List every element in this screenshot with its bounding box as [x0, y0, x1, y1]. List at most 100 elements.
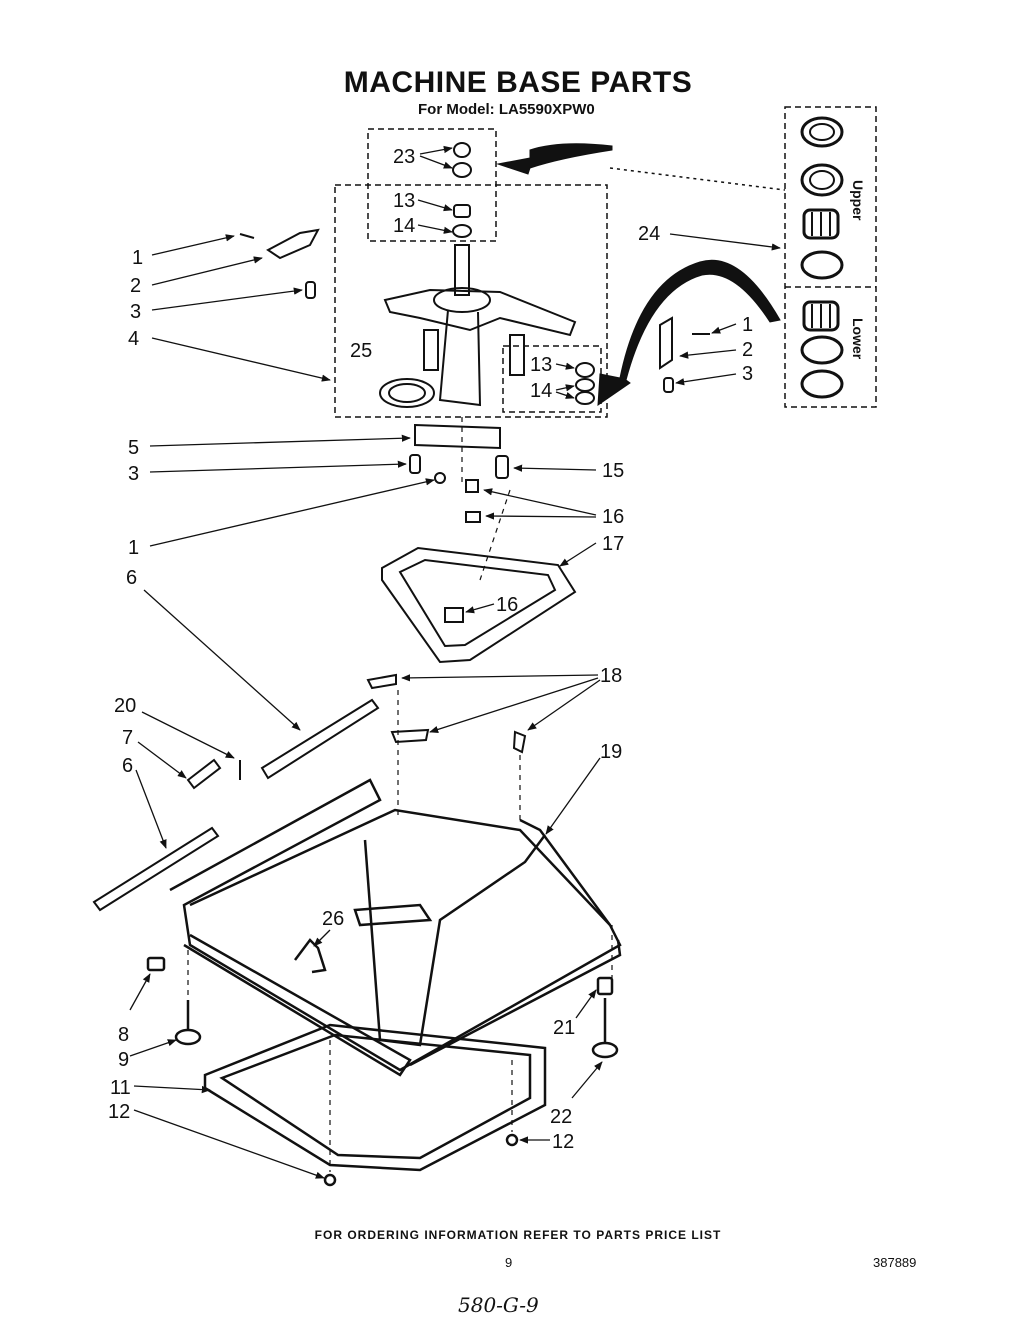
brace-6-lower	[92, 826, 220, 912]
callout-26: 26	[322, 908, 344, 930]
spring-15	[495, 455, 509, 479]
leader-24	[669, 233, 781, 251]
callout-2a: 2	[130, 275, 141, 297]
leader-13b	[555, 362, 575, 370]
leader-3b	[675, 373, 737, 386]
leader-9	[129, 1039, 177, 1057]
callout-11: 11	[110, 1077, 131, 1099]
transmission-assembly	[379, 142, 595, 408]
transmission-hub	[433, 287, 491, 313]
seal-14	[452, 224, 472, 238]
leader-1c	[149, 478, 435, 547]
leader-1a	[151, 234, 235, 256]
callout-21: 21	[553, 1017, 575, 1039]
bracket-2-left	[266, 228, 320, 260]
callout-4: 4	[128, 328, 139, 350]
leader-5	[149, 434, 411, 447]
support-post-left	[423, 329, 439, 371]
leader-14b	[555, 384, 575, 392]
leader-16a-1	[483, 488, 597, 516]
callout-12b: 12	[552, 1131, 574, 1153]
leader-8	[129, 973, 151, 1011]
upper-bearing-label: Upper	[850, 180, 866, 221]
dashed-boxes	[334, 106, 877, 418]
flow-arrows	[496, 143, 781, 406]
callout-14a: 14	[393, 215, 415, 237]
ordering-note: FOR ORDERING INFORMATION REFER TO PARTS …	[314, 1228, 722, 1242]
upper-ring-2	[800, 163, 844, 197]
leader-3c	[149, 460, 407, 473]
upper-ring-2-inner	[809, 170, 835, 190]
callout-15: 15	[602, 460, 624, 482]
callout-22: 22	[550, 1106, 572, 1128]
spring-3-mid	[409, 454, 421, 474]
cradle-frame-17-inner	[398, 558, 557, 648]
upper-ring-1	[800, 116, 844, 148]
leader-18c	[527, 679, 601, 731]
lower-roller-bearing	[802, 300, 840, 332]
spring-7	[186, 758, 222, 790]
leader-3a	[151, 287, 303, 311]
clip-18c	[512, 730, 527, 754]
base-frame-right	[409, 939, 622, 1067]
leader-16b	[465, 603, 495, 614]
page-number: 9	[505, 1255, 513, 1270]
callout-3c: 3	[128, 463, 139, 485]
leader-12a	[133, 1109, 325, 1179]
model-subtitle: For Model: LA5590XPW0	[418, 101, 595, 118]
handwritten-note: 580-G-9	[458, 1293, 539, 1317]
leader-18a	[401, 674, 599, 682]
bolt-1-mid	[434, 472, 446, 484]
lower-bearing-label: Lower	[850, 318, 866, 360]
leg-sleeve-8	[146, 956, 166, 972]
callout-labels: 1 2 3 4 25 23 13 14 24 1 2 3 13 14 5 3 1…	[108, 146, 753, 1153]
base-frame-outer	[169, 778, 622, 1072]
leader-26	[313, 929, 331, 947]
top-assembly-arrow	[496, 143, 613, 175]
hub-cap-23b	[452, 162, 472, 178]
leader-19	[545, 757, 601, 835]
callout-19: 19	[600, 741, 622, 763]
plate-18a	[366, 673, 397, 690]
hardware-parts	[92, 228, 710, 912]
center-support-pillar	[363, 834, 547, 1047]
spring-3-right	[663, 377, 674, 393]
leader-21	[575, 989, 597, 1019]
lower-ring-1	[800, 335, 844, 365]
callout-6a: 6	[126, 567, 137, 589]
seal-14b	[575, 378, 595, 392]
callout-25: 25	[350, 340, 372, 362]
callout-3a: 3	[130, 301, 141, 323]
callout-13a: 13	[393, 190, 415, 212]
base-pan-11	[203, 1023, 547, 1172]
callout-1b: 1	[742, 314, 753, 336]
support-bar-5	[414, 423, 501, 450]
leader-4	[151, 337, 331, 382]
callout-9: 9	[118, 1049, 129, 1071]
callout-24: 24	[638, 223, 660, 245]
upper-ring-3	[800, 250, 844, 280]
leader-13a	[417, 199, 453, 212]
cabinet-base-19	[146, 778, 622, 1187]
leader-16a-2	[485, 512, 597, 520]
callout-23: 23	[393, 146, 415, 168]
screw-12a	[323, 1173, 337, 1187]
callout-20: 20	[114, 695, 136, 717]
bracket-2-right	[659, 316, 673, 370]
leader-2a	[151, 256, 263, 286]
callout-6b: 6	[122, 755, 133, 777]
document-number: 387889	[873, 1255, 917, 1270]
leader-18b	[429, 677, 599, 733]
screw-12b	[505, 1133, 519, 1147]
guide-b	[479, 489, 511, 581]
callout-2b: 2	[742, 339, 753, 361]
callout-1c: 1	[128, 537, 139, 559]
mounting-bracket-plate	[383, 288, 577, 337]
dashed-guide-lines	[187, 417, 613, 1172]
callout-12a: 12	[108, 1101, 130, 1123]
leader-22	[571, 1061, 603, 1099]
callout-leaders	[129, 145, 781, 1179]
upper-roller-bearing	[802, 208, 840, 240]
bearing-kit-leader	[609, 167, 786, 191]
